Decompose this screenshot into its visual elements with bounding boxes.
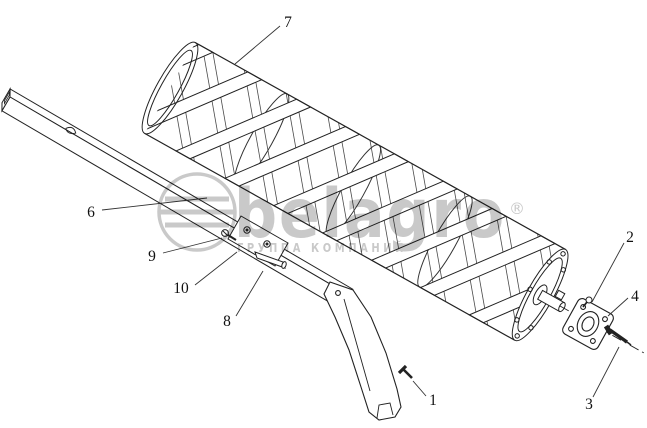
beam-end-hole [3,90,10,106]
flange-corner-hole [602,316,608,323]
bracket-hole [335,290,341,296]
watermark-brand-text: belagro [234,175,506,254]
watermark: belagro ® ГРУППА КОМПАНИЙ [157,172,525,255]
watermark-subtitle-text: ГРУППА КОМПАНИЙ [237,240,407,255]
screw-part2 [582,296,593,308]
bracket-foot-notch [376,402,394,419]
flange-corner-hole [568,325,574,332]
roller-outline [144,42,566,341]
mounting-plate [227,215,289,267]
callout-labels: 7 6 9 10 8 1 2 4 3 [87,14,639,413]
bearing-flange [562,298,614,350]
bolt-part1 [397,364,413,379]
cage-roller [141,41,569,342]
callout-label-8: 8 [223,313,231,330]
bolt-part3 [603,324,632,346]
watermark-registered-mark: ® [509,199,525,218]
flange-corner-hole [589,338,596,344]
callout-label-4: 4 [631,288,639,305]
callout-label-10: 10 [173,280,189,297]
callout-label-1: 1 [429,392,437,409]
support-bracket [323,281,413,421]
callout-label-3: 3 [585,396,593,413]
watermark-logo-icon [157,172,237,252]
bracket-crease [343,298,371,392]
pin-part8 [254,251,287,269]
callout-label-2: 2 [626,229,634,246]
callout-label-9: 9 [148,248,156,265]
callout-label-6: 6 [87,204,95,221]
beam-hook-detail [65,126,77,135]
shaft-key [554,289,566,301]
callout-label-7: 7 [284,14,292,31]
